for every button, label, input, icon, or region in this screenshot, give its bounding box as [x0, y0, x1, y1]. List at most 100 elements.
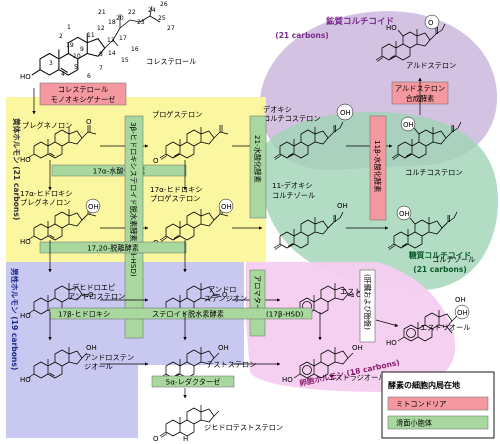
dhea-ho: HO — [20, 312, 31, 320]
note-liver-placenta: (肝臓および胎盤) — [363, 274, 372, 330]
mineralocorticoid-carbons: (21 carbons) — [275, 31, 328, 40]
cortisol-oh11: OH — [399, 210, 410, 218]
enzyme-3b-hsd: 3β-ヒドロキシステロイド脱水素酵素 (3β-HSD) — [129, 122, 138, 277]
carbon-17: 17 — [119, 35, 127, 42]
aldosterone-o18: O — [428, 19, 434, 27]
androgen-region — [6, 262, 244, 438]
enzyme-5a-reductase: 5α-レダクターゼ — [166, 378, 221, 387]
carbon-4: 4 — [61, 71, 65, 78]
label-deoxycorticosterone-1: デオキシ — [263, 105, 292, 114]
label-dht: ジヒドロテストステロン — [204, 423, 283, 432]
cholesterol-structure — [32, 5, 161, 75]
androgen-title: 男性ホルモン (19 carbons) — [10, 268, 20, 370]
legend-swatch-mitochondria — [387, 396, 489, 411]
carbon-9: 9 — [80, 46, 84, 53]
highlight-17oh-prog — [218, 198, 234, 214]
dht-structure — [159, 404, 220, 438]
carbon-7: 7 — [99, 65, 103, 72]
enzyme-box-aromatase — [249, 269, 266, 337]
carbon-21: 21 — [98, 9, 106, 16]
carbon-15: 15 — [121, 57, 129, 64]
carbon-24: 24 — [148, 7, 156, 14]
17oh-pregnenolone-oh: OH — [88, 203, 99, 211]
estriol-oh16: OH — [457, 309, 468, 317]
carbon-14: 14 — [108, 50, 116, 57]
mineralocorticoid-title: 鉱質コルチコイド — [326, 16, 394, 27]
estriol-structure — [398, 310, 458, 341]
carbon-6: 6 — [87, 73, 91, 80]
highlight-11oh-corticosterone — [400, 116, 416, 132]
enzyme-17a-hydroxylase: 17α-水酸化酵素 — [93, 167, 145, 176]
label-17oh-progesterone-1: 17α-ヒドロキシ — [150, 185, 202, 194]
enzyme-box-5a-reductase — [151, 375, 235, 388]
label-cholesterol: コレステロール — [146, 57, 196, 66]
estrone-o17: O — [356, 291, 362, 299]
aldosterone-ho: HO — [386, 24, 397, 32]
enzyme-box-17-20-lyase — [39, 241, 187, 254]
label-androstenedione-2: ステンジオン — [204, 294, 247, 303]
enzyme-17b-hsd-3: (17β-HSD) — [266, 310, 304, 319]
enzyme-box-17a-hydroxylase — [51, 164, 187, 177]
label-progesterone: プロゲステロン — [152, 110, 202, 119]
carbon-12: 12 — [97, 25, 105, 32]
carbon-22: 22 — [128, 9, 136, 16]
androstenedione-o17: O — [222, 291, 228, 299]
legend-title: 酵素の細胞内局在地 — [388, 380, 460, 390]
label-testosterone: テストステロン — [206, 360, 256, 369]
enzyme-21-hydroxylase: 21-水酸化酵素 — [253, 135, 262, 183]
pregnenolone-o: O — [86, 118, 92, 126]
11-deoxycortisol-oh21: OH — [337, 202, 348, 210]
estrogen-region — [246, 262, 456, 392]
carbon-8: 8 — [99, 51, 103, 58]
enzyme-box-3b-hsd — [124, 115, 144, 339]
enzyme-11b-hydroxylase: 11β-水酸化酵素 — [373, 140, 382, 192]
label-androstenediol-1: アンドロステン — [84, 353, 134, 362]
label-dhea-1: デヒドロエピ — [72, 283, 115, 292]
carbon-10: 10 — [73, 53, 81, 60]
enzyme-box-21-hydroxylase — [249, 115, 267, 219]
enzyme-box-scc — [39, 82, 127, 106]
carbon-18: 18 — [108, 19, 116, 26]
estriol-ho: HO — [386, 339, 397, 347]
legend-swatch-er — [387, 415, 489, 430]
dht-h5: H — [183, 435, 188, 443]
testosterone-oh: OH — [218, 344, 229, 352]
label-estradiol: エストラジオール — [328, 373, 385, 382]
carbon-16: 16 — [131, 46, 139, 53]
label-17oh-progesterone-2: プロゲステロン — [150, 194, 200, 203]
label-estrone: エストロン — [340, 287, 376, 296]
label-androstenedione-1: アンドロ — [208, 285, 236, 294]
17oh-pregnenolone-ho: HO — [20, 238, 31, 246]
enzyme-box-11b-hydroxylase — [369, 115, 387, 221]
androstenediol-ho: HO — [20, 376, 31, 384]
carbon-11: 11 — [87, 32, 95, 39]
enzyme-17b-hsd-1: 17β-ヒドロキシ — [58, 310, 110, 319]
highlight-aldehyde — [424, 14, 440, 30]
glucocorticoid-carbons: (21 carbons) — [413, 265, 466, 274]
enzyme-17b-hsd-2: ステロイド脱水素酵素 — [152, 310, 224, 319]
label-androstenediol-2: ジオール — [84, 362, 113, 371]
label-aldosterone: アルドステロン — [406, 61, 456, 70]
carbon-1: 1 — [67, 24, 71, 31]
androstenediol-oh: OH — [86, 344, 97, 352]
enzyme-aromatase: アロマターゼ — [253, 275, 262, 318]
progesterone-o3: O — [153, 157, 159, 165]
box-liver-placenta — [359, 269, 376, 343]
highlight-16oh-estriol — [454, 304, 470, 320]
carbon-5: 5 — [74, 64, 78, 71]
highlight-21oh-doc — [336, 103, 354, 121]
corticosterone-oh11: OH — [403, 121, 414, 129]
enzyme-17-20-lyase: 17,20-脱離酵素 — [87, 244, 139, 253]
carbon-23: 23 — [137, 19, 145, 26]
carbon-26: 26 — [160, 1, 168, 8]
label-corticosterone: コルチコステロン — [405, 168, 463, 177]
carbon-25: 25 — [158, 15, 166, 22]
highlight-11oh-cortisol — [396, 205, 412, 221]
dhea-o17: O — [88, 291, 94, 299]
estriol-oh17: OH — [455, 296, 466, 304]
17oh-progesterone-oh: OH — [221, 203, 232, 211]
cholesterol-ho: HO — [20, 73, 31, 81]
legend-mitochondria: ミトコンドリア — [396, 400, 446, 409]
carbon-19: 19 — [66, 42, 74, 49]
